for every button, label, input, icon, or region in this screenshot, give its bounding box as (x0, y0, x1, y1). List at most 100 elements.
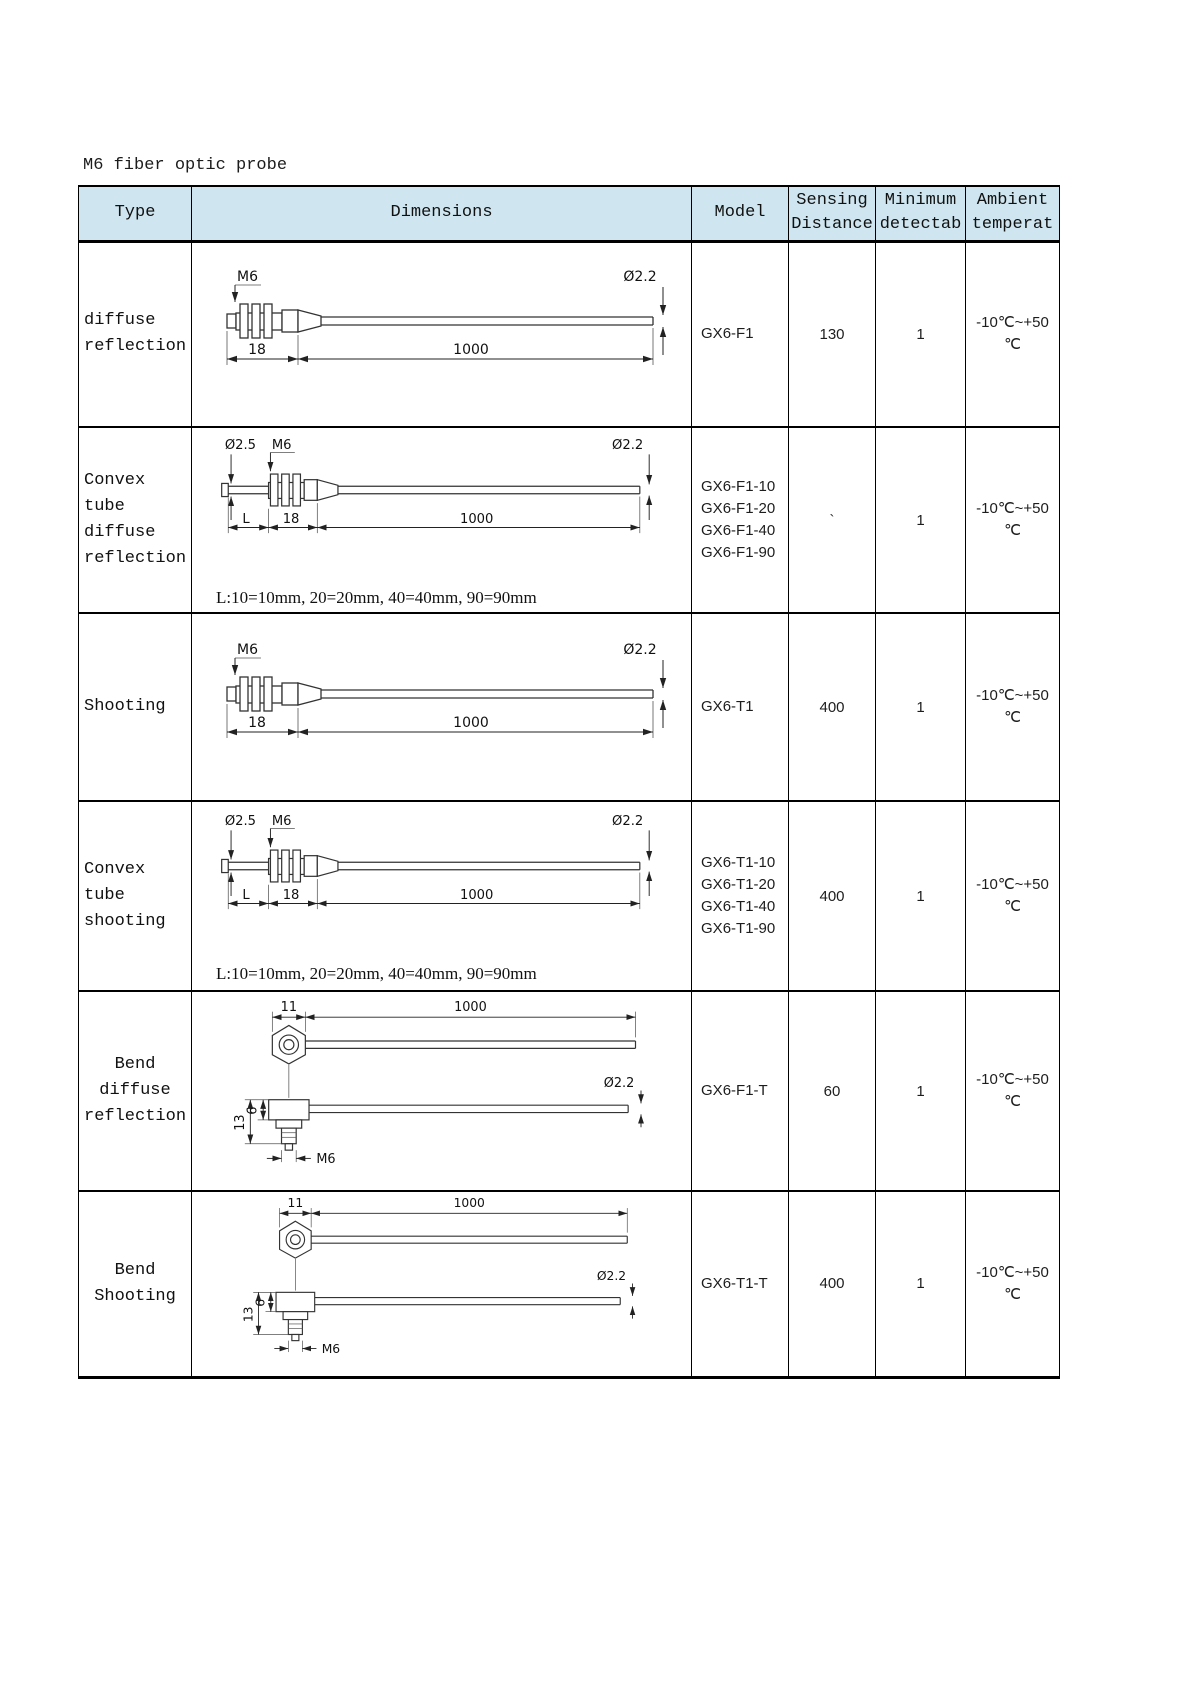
col-header-model: Model (691, 185, 790, 243)
thread-size-label: M6 (316, 1152, 335, 1167)
probe-body (225, 303, 654, 339)
minimum-detectable-cell: 1 (875, 990, 967, 1192)
type-cell: Bend Shooting (77, 1190, 193, 1379)
sensing-distance-cell: 130 (788, 240, 877, 428)
thread-size-label: M6 (321, 1342, 340, 1356)
bend-probe-drawing: 11 1000 Ø2.2 6 13 M6 (241, 1196, 635, 1356)
model-cell: GX6-F1-10 GX6-F1-20 GX6-F1-40 GX6-F1-90 (691, 426, 790, 614)
model-value: GX6-T1 (701, 698, 754, 715)
ambient-temperature-cell: -10℃~+50 ℃ (965, 612, 1061, 802)
convex-tube-probe-drawing: Ø2.5 M6 Ø2.2 L 18 1000 (220, 814, 652, 910)
minimum-detectable-cell: 1 (875, 1190, 967, 1379)
model-value: GX6-T1-20 (701, 876, 776, 893)
sensing-distance-cell: ` (788, 426, 877, 614)
total-height-label: 13 (232, 1114, 247, 1130)
cable-diameter-label: Ø2.2 (612, 814, 643, 829)
probe-body (220, 849, 640, 883)
page-title: M6 fiber optic probe (83, 156, 288, 175)
ambient-unit: ℃ (1004, 336, 1021, 354)
total-height-label: 13 (241, 1306, 255, 1322)
bend-probe-drawing: 11 1000 Ø2.2 6 13 M6 (232, 1000, 644, 1167)
cable-length-label: 1000 (454, 1000, 487, 1015)
thread-length-label: 18 (248, 342, 266, 358)
cable-diameter-label: Ø2.2 (612, 438, 643, 453)
ambient-unit: ℃ (1004, 1093, 1021, 1110)
dimensions-cell: 11 1000 Ø2.2 6 13 M6 (191, 1190, 693, 1379)
model-value: GX6-F1-T (701, 1082, 768, 1099)
probe-top-view (271, 1024, 636, 1065)
ambient-unit: ℃ (1004, 898, 1021, 915)
thread-length-label: 18 (282, 512, 299, 527)
sensing-distance-cell: 400 (788, 800, 877, 992)
model-cell: GX6-T1 (691, 612, 790, 802)
ambient-header-line2: temperat (971, 215, 1054, 235)
dimension-annotations (244, 1011, 644, 1163)
sensing-distance-cell: 400 (788, 612, 877, 802)
type-cell: Convex tube shooting (77, 800, 193, 992)
type-cell: Shooting (77, 612, 193, 802)
ambient-unit: ℃ (1004, 1285, 1021, 1303)
type-cell: diffuse reflection (77, 240, 193, 428)
ambient-temperature-cell: -10℃~+50 ℃ (965, 1190, 1061, 1379)
model-value: GX6-T1-40 (701, 898, 776, 915)
tube-diameter-label: Ø2.5 (224, 814, 255, 829)
type-cell: Bend diffuse reflection (77, 990, 193, 1192)
tube-length-label: L (242, 512, 250, 527)
col-header-sensing-distance: Sensing Distance (788, 185, 877, 243)
ambient-range: -10℃~+50 (976, 1263, 1049, 1281)
ambient-temperature-cell: -10℃~+50 ℃ (965, 240, 1061, 428)
ambient-temperature-cell: -10℃~+50 ℃ (965, 426, 1061, 614)
cable-diameter-label: Ø2.2 (596, 1269, 625, 1283)
length-options-note: L:10=10mm, 20=20mm, 40=40mm, 90=90mm (216, 964, 537, 983)
model-value: GX6-T1-T (701, 1274, 768, 1292)
minimum-header-line1: Minimum (884, 191, 957, 211)
sensing-header-line1: Sensing (796, 191, 868, 211)
thread-size-label: M6 (237, 642, 258, 658)
model-value: GX6-F1-90 (701, 544, 776, 561)
minimum-header-line2: detectab (879, 215, 962, 235)
cable-length-label: 1000 (453, 342, 489, 358)
dimension-annotations (226, 284, 666, 366)
model-cell: GX6-F1 (691, 240, 790, 428)
ambient-unit: ℃ (1004, 709, 1021, 726)
table-row: Bend Shooting (77, 1190, 1061, 1379)
table-row: Convex tube diffuse reflection (77, 426, 1061, 614)
dimensions-cell: M6 Ø2.2 18 1000 (191, 612, 693, 802)
model-cell: GX6-F1-T (691, 990, 790, 1192)
thread-length-label: 18 (282, 888, 299, 903)
model-value: GX6-T1-10 (701, 854, 776, 871)
probe-top-view (278, 1220, 628, 1259)
table-row: Convex tube shooting (77, 800, 1061, 992)
body-height-label: 6 (245, 1107, 260, 1115)
dimensions-cell: M6 Ø2.2 18 1000 (191, 240, 693, 428)
spec-table: Type Dimensions Model Sensing Distance M… (77, 185, 1061, 1379)
thread-size-label: M6 (271, 438, 291, 453)
dimension-annotations (252, 1207, 635, 1352)
probe-body (225, 676, 654, 712)
convex-tube-probe-drawing: Ø2.5 M6 Ø2.2 L 18 1000 (220, 438, 652, 534)
table-row: diffuse reflection (77, 240, 1061, 428)
sensing-distance-cell: 60 (788, 990, 877, 1192)
model-value: GX6-F1-20 (701, 500, 776, 517)
nut-width-label: 11 (280, 1000, 296, 1015)
thread-length-label: 18 (248, 715, 266, 731)
ambient-unit: ℃ (1004, 522, 1021, 539)
ambient-temperature-cell: -10℃~+50 ℃ (965, 990, 1061, 1192)
ambient-range: -10℃~+50 (976, 876, 1049, 893)
col-header-model-label: Model (714, 203, 766, 223)
header-row: Type Dimensions Model Sensing Distance M… (77, 185, 1061, 243)
body-height-label: 6 (253, 1299, 267, 1307)
probe-body (220, 473, 640, 507)
minimum-detectable-cell: 1 (875, 426, 967, 614)
model-value: GX6-F1-40 (701, 522, 776, 539)
ambient-range: -10℃~+50 (976, 500, 1049, 517)
model-cell: GX6-T1-10 GX6-T1-20 GX6-T1-40 GX6-T1-90 (691, 800, 790, 992)
dimensions-cell: Ø2.5 M6 Ø2.2 L 18 1000 L:10=10mm, 20=20m… (191, 426, 693, 614)
straight-probe-drawing: M6 Ø2.2 18 1000 (225, 642, 666, 738)
table-row: Shooting (77, 612, 1061, 802)
probe-side-view (267, 1064, 629, 1151)
cable-length-label: 1000 (453, 1196, 484, 1210)
col-header-minimum-detectable: Minimum detectab (875, 185, 967, 243)
thread-size-label: M6 (271, 814, 291, 829)
cable-length-label: 1000 (453, 715, 489, 731)
